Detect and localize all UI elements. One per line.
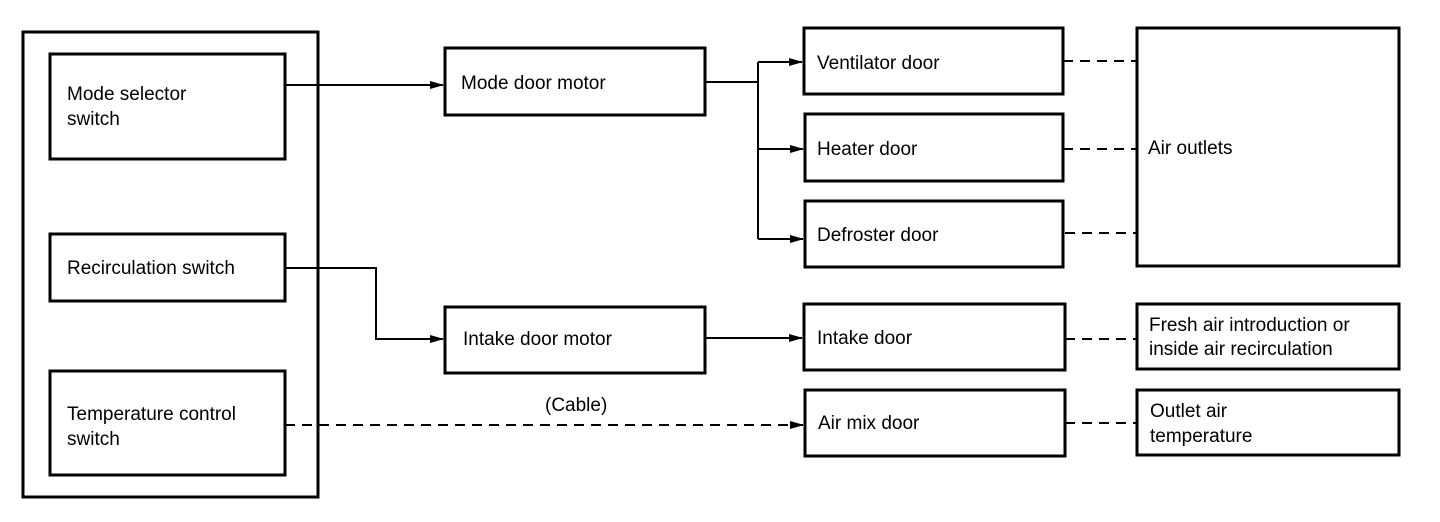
air-mix-door-label: Air mix door: [818, 413, 920, 434]
air-mix-door-box: Air mix door: [803, 388, 1067, 458]
fresh-air-label-1: Fresh air introduction or: [1149, 315, 1350, 336]
mode-selector-label-1: Mode selector: [67, 84, 187, 105]
recirculation-switch-label: Recirculation switch: [67, 258, 235, 279]
intake-door-motor-label: Intake door motor: [463, 329, 613, 350]
fresh-air-label-2: inside air recirculation: [1149, 339, 1333, 360]
air-outlets-label: Air outlets: [1148, 138, 1232, 159]
mode-motor-trunk: [705, 62, 759, 239]
outlet-temp-label-2: temperature: [1150, 426, 1252, 447]
outlet-temp-label-1: Outlet air: [1150, 401, 1228, 422]
air-outlets-box: Air outlets: [1135, 26, 1401, 268]
temperature-switch-label-2: switch: [67, 429, 120, 450]
control-panel-frame: [21, 30, 320, 499]
heater-door-box: Heater door: [803, 112, 1065, 183]
intake-door-motor-box: Intake door motor: [443, 305, 707, 375]
defroster-door-box: Defroster door: [803, 199, 1065, 269]
ventilator-door-label: Ventilator door: [817, 53, 940, 74]
mode-selector-switch-box: Mode selector switch: [48, 52, 287, 161]
temperature-control-switch-box: Temperature control switch: [48, 369, 287, 477]
recirc-to-intake-motor-arrow: [285, 267, 444, 343]
intake-door-box: Intake door: [802, 302, 1067, 372]
heater-door-label: Heater door: [817, 139, 918, 160]
mode-door-motor-box: Mode door motor: [443, 46, 707, 117]
mode-door-motor-label: Mode door motor: [461, 73, 606, 94]
defroster-door-label: Defroster door: [817, 225, 939, 246]
temperature-switch-label-1: Temperature control: [67, 404, 236, 425]
intake-door-label: Intake door: [817, 328, 913, 349]
cable-label: (Cable): [545, 395, 607, 416]
mode-selector-label-2: switch: [67, 109, 120, 130]
ventilator-door-box: Ventilator door: [802, 26, 1065, 96]
outlet-temperature-box: Outlet air temperature: [1135, 388, 1401, 457]
fresh-air-box: Fresh air introduction or inside air rec…: [1135, 302, 1401, 371]
recirculation-switch-box: Recirculation switch: [48, 232, 287, 303]
